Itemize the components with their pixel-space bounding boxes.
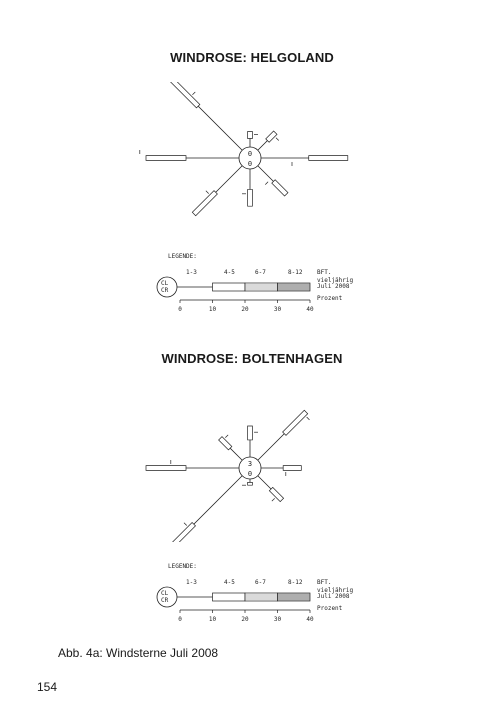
rose-ray-n xyxy=(247,425,258,457)
legend-class-label-0: 1-3 xyxy=(186,579,197,586)
legend-axis-tick-label: 40 xyxy=(306,306,314,313)
legend-heading: LEGENDE: xyxy=(168,253,197,260)
legend-class-label-2: 6-7 xyxy=(255,579,266,586)
legend-longterm-line1: vieljährig xyxy=(317,277,354,284)
rose-center-bottom-value: 0 xyxy=(248,470,252,478)
legend-heading: LEGENDE: xyxy=(168,563,197,570)
helgoland-title: WINDROSE: HELGOLAND xyxy=(170,50,334,65)
rose-ray-nw xyxy=(218,434,243,461)
rose-ray-bar xyxy=(265,130,278,143)
legend-class-label-3: 8-12 xyxy=(288,579,303,586)
rose-ray-longterm-tick xyxy=(192,91,196,96)
rose-ray-bar xyxy=(268,486,285,503)
legend-longterm-line2: Juli 2008 xyxy=(317,593,350,600)
legend-circle-bottom: CR xyxy=(161,597,169,604)
legend-class-label-1: 4-5 xyxy=(224,269,235,276)
windrose-boltenhagen: 30 xyxy=(145,409,310,542)
rose-center-bottom-value: 0 xyxy=(248,160,252,168)
rose-ray-bar xyxy=(247,189,253,207)
legend-axis-tick-label: 30 xyxy=(274,616,282,623)
legend-class-label-3: 8-12 xyxy=(288,269,303,276)
legend-circle-bottom: CR xyxy=(161,287,169,294)
legend-axis-tick-label: 10 xyxy=(209,616,217,623)
legend-axis-tick-label: 40 xyxy=(306,616,314,623)
rose-ray-se xyxy=(257,165,289,197)
rose-ray-e xyxy=(261,465,302,476)
legend-axis-tick-label: 20 xyxy=(241,616,249,623)
page-number: 154 xyxy=(37,680,58,694)
rose-ray-n xyxy=(247,131,258,147)
rose-ray-bar xyxy=(271,179,289,197)
rose-ray-ne xyxy=(257,130,280,151)
rose-ray-bar xyxy=(247,482,253,486)
rose-ray-bar xyxy=(282,409,309,436)
legend-class-label-1: 4-5 xyxy=(224,579,235,586)
rose-ray-ne xyxy=(257,409,310,461)
legend-class-label-2: 6-7 xyxy=(255,269,266,276)
rose-ray-e xyxy=(261,155,349,166)
rose-ray-longterm-tick xyxy=(265,181,269,185)
legend-longterm-line2: Juli 2008 xyxy=(317,283,350,290)
rose-ray-se xyxy=(257,475,285,503)
rose-ray-s xyxy=(242,479,253,486)
legend-circle-top: CL xyxy=(161,590,169,597)
legend-box-4-5 xyxy=(212,282,246,292)
rose-ray-bar xyxy=(247,131,253,139)
legend-bft-label: BFT. xyxy=(317,269,331,276)
rose-ray-bar xyxy=(218,436,233,451)
rose-ray-bar xyxy=(145,465,187,471)
rose-ray-w xyxy=(145,460,239,471)
rose-ray-sw xyxy=(191,165,243,217)
legend-unit: Prozent xyxy=(317,605,343,612)
rose-ray-longterm-tick xyxy=(271,498,275,502)
boltenhagen-title: WINDROSE: BOLTENHAGEN xyxy=(161,351,343,366)
windrose-helgoland: 00 xyxy=(139,82,349,217)
figure-caption: Abb. 4a: Windsterne Juli 2008 xyxy=(58,646,219,660)
legend-axis-tick-label: 30 xyxy=(274,306,282,313)
rose-ray-bar xyxy=(247,425,253,441)
rose-ray-bar xyxy=(191,190,218,217)
rose-ray-nw xyxy=(170,82,243,151)
rose-center-top-value: 3 xyxy=(248,460,252,468)
legend-class-label-0: 1-3 xyxy=(186,269,197,276)
rose-ray-bar xyxy=(172,522,196,542)
rose-ray-bar xyxy=(170,82,201,109)
legend-longterm-line1: vieljährig xyxy=(317,587,354,594)
legend-axis-tick-label: 0 xyxy=(178,616,182,623)
legend-circle-top: CL xyxy=(161,280,169,287)
legend-axis-tick-label: 0 xyxy=(178,306,182,313)
rose-ray-longterm-tick xyxy=(225,434,229,438)
rose-ray-line xyxy=(175,475,243,542)
rose-ray-longterm-tick xyxy=(183,522,188,526)
rose-ray-longterm-tick xyxy=(275,137,280,141)
rose-ray-longterm-tick xyxy=(306,416,310,421)
rose-ray-s xyxy=(242,169,253,207)
rose-ray-bar xyxy=(145,155,187,161)
rose-ray-longterm-tick xyxy=(205,190,209,194)
rose-ray-bar xyxy=(308,155,349,161)
rose-center-top-value: 0 xyxy=(248,150,252,158)
legend-axis-tick-label: 10 xyxy=(209,306,217,313)
rose-ray-sw xyxy=(172,475,243,542)
legend-box-4-5 xyxy=(212,592,246,602)
legend-unit: Prozent xyxy=(317,295,343,302)
legend-bft-label: BFT. xyxy=(317,579,331,586)
rose-ray-bar xyxy=(282,465,302,471)
rose-ray-w xyxy=(139,150,239,161)
legend-axis-tick-label: 20 xyxy=(241,306,249,313)
